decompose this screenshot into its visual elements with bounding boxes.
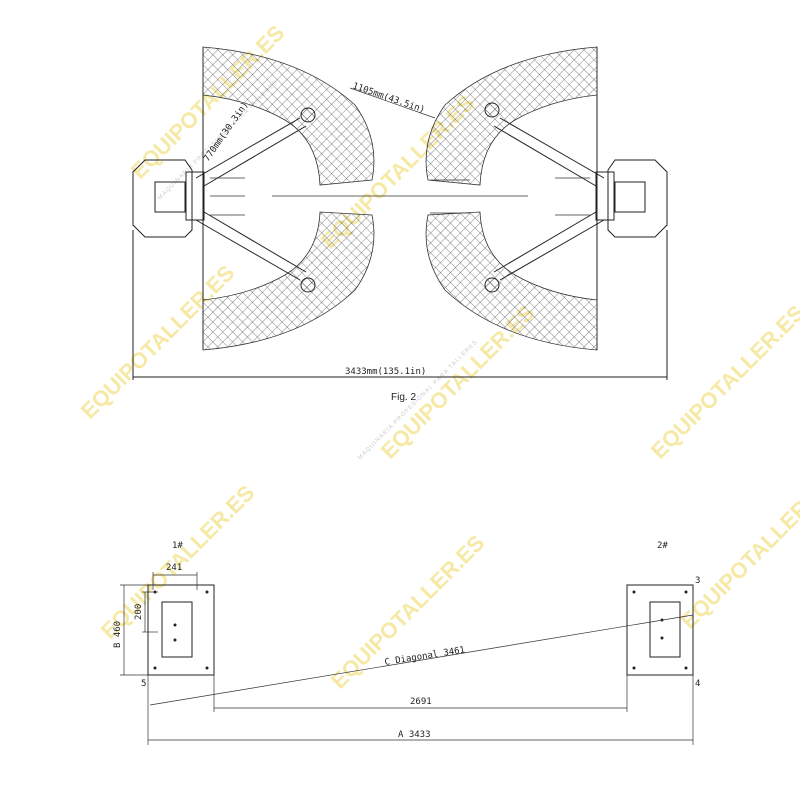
post-2-label: 2# xyxy=(657,541,668,551)
arms-right xyxy=(493,117,605,281)
dim-200-label: 200 xyxy=(134,604,144,620)
lift-pad xyxy=(300,107,316,123)
dim-2691-label: 2691 xyxy=(410,697,432,707)
corner-5-label: 5 xyxy=(141,679,146,689)
watermark-tagline: MAQUINARIA PROFESIONAL PARA TALLERES xyxy=(357,339,479,461)
floor-plan: 1# 2# 241 200 B 460 C Diagonal 3461 2691… xyxy=(113,541,700,745)
corner-3-label: 3 xyxy=(695,576,700,586)
dim-total-label: 3433mm(135.1in) xyxy=(345,367,426,377)
figure-caption: Fig. 2 xyxy=(391,392,416,403)
sweep-area-top-right xyxy=(425,46,598,186)
dim-b-label: B 460 xyxy=(113,621,123,648)
lift-pad xyxy=(300,277,316,293)
arms-left xyxy=(195,117,307,281)
lift-pad xyxy=(484,102,500,118)
watermark-brand: EQUIPOTALLER.ES xyxy=(676,470,800,633)
watermark-brand: EQUIPOTALLER.ES xyxy=(96,480,259,643)
corner-4-label: 4 xyxy=(695,679,700,689)
top-view: 3433mm(135.1in) 1105mm(43.5in) 770mm(30.… xyxy=(132,46,668,403)
post-2-plate xyxy=(626,584,694,676)
column-base-right xyxy=(607,159,668,238)
dim-a-label: A 3433 xyxy=(398,730,431,740)
sweep-area-bottom-left xyxy=(202,211,375,351)
watermark-brand: EQUIPOTALLER.ES xyxy=(326,530,489,693)
post-1-label: 1# xyxy=(172,541,183,551)
dim-diagonal-label: C Diagonal 3461 xyxy=(384,645,466,668)
watermark-brand: EQUIPOTALLER.ES xyxy=(646,300,800,463)
dim-arm-reach-label: 1105mm(43.5in) xyxy=(351,81,426,115)
sweep-area-top-left xyxy=(202,46,375,186)
lift-pad xyxy=(484,277,500,293)
post-1-plate xyxy=(147,584,215,676)
column-base-left xyxy=(132,159,193,238)
sweep-area-bottom-right xyxy=(425,211,598,351)
dim-241-label: 241 xyxy=(166,563,182,573)
